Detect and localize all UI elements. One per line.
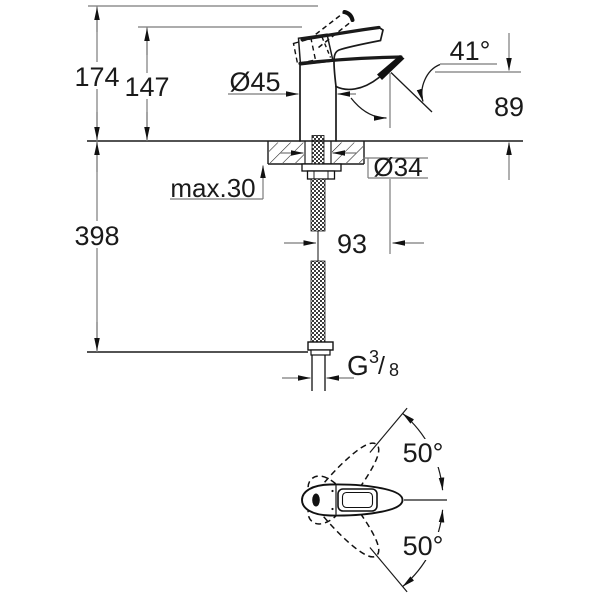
dim-dia34-label: Ø34 <box>373 152 422 182</box>
swivel-angle-labels: 50° 50° <box>400 438 446 561</box>
faucet-side-view: 174 147 398 Ø45 41° 89 Ø34 max.30 93 G 3… <box>73 5 524 391</box>
spray-angle-line <box>390 72 433 113</box>
thread-slash: / <box>378 352 385 380</box>
swivel-upper-label: 50° <box>403 438 444 468</box>
dimension-labels: 174 147 398 Ø45 41° 89 Ø34 max.30 93 G 3… <box>73 36 524 381</box>
dim-thread-label: G 3 / 8 <box>347 347 399 381</box>
flex-hose-lower <box>310 260 326 343</box>
deck-hole-walls <box>304 141 332 164</box>
dimension-arrows <box>94 7 512 381</box>
thread-tube <box>311 355 326 391</box>
dim-93-label: 93 <box>337 229 367 259</box>
mounting-nut <box>306 170 336 180</box>
dim-174-label: 174 <box>74 62 119 92</box>
faucet-top-view: 50° 50° <box>301 407 447 593</box>
lever-loop-edge <box>333 26 384 63</box>
lever-pad-inner <box>341 491 374 509</box>
flex-hose-upper <box>310 178 326 232</box>
dim-dia45-label: Ø45 <box>229 67 280 97</box>
lever-raised-tip <box>342 10 355 22</box>
lower-50-ray <box>369 547 408 593</box>
thread-g: G <box>347 350 369 381</box>
dim-max30-label: max.30 <box>170 173 255 203</box>
spout-top-edge <box>298 55 403 66</box>
spout-bottom-edge <box>335 76 380 91</box>
lever-pad-outer <box>337 488 378 512</box>
thread-denominator: 8 <box>389 360 399 380</box>
swivel-lower-label: 50° <box>403 531 444 561</box>
swivel-position-lower <box>307 475 380 558</box>
faucet-top-outline <box>301 483 404 517</box>
faucet-body <box>298 27 402 141</box>
lever-top-edge <box>300 25 381 42</box>
thread-numerator: 3 <box>369 347 379 367</box>
cartridge-housing <box>297 33 334 66</box>
dim-41deg-label: 41° <box>450 36 491 66</box>
supply-assembly <box>301 135 342 391</box>
threaded-stud <box>311 135 325 166</box>
aerator-tip <box>377 55 405 80</box>
faucet-outline <box>297 25 405 142</box>
dim-89-label: 89 <box>494 92 524 122</box>
angle-41-arcs <box>350 63 441 121</box>
dim-147-label: 147 <box>124 72 169 102</box>
hose-fitting <box>307 341 334 351</box>
washer <box>301 163 342 172</box>
dim-398-label: 398 <box>74 221 119 251</box>
swivel-position-upper <box>307 442 380 525</box>
aerator-top-mark <box>312 493 320 507</box>
upper-50-ray <box>369 407 408 453</box>
